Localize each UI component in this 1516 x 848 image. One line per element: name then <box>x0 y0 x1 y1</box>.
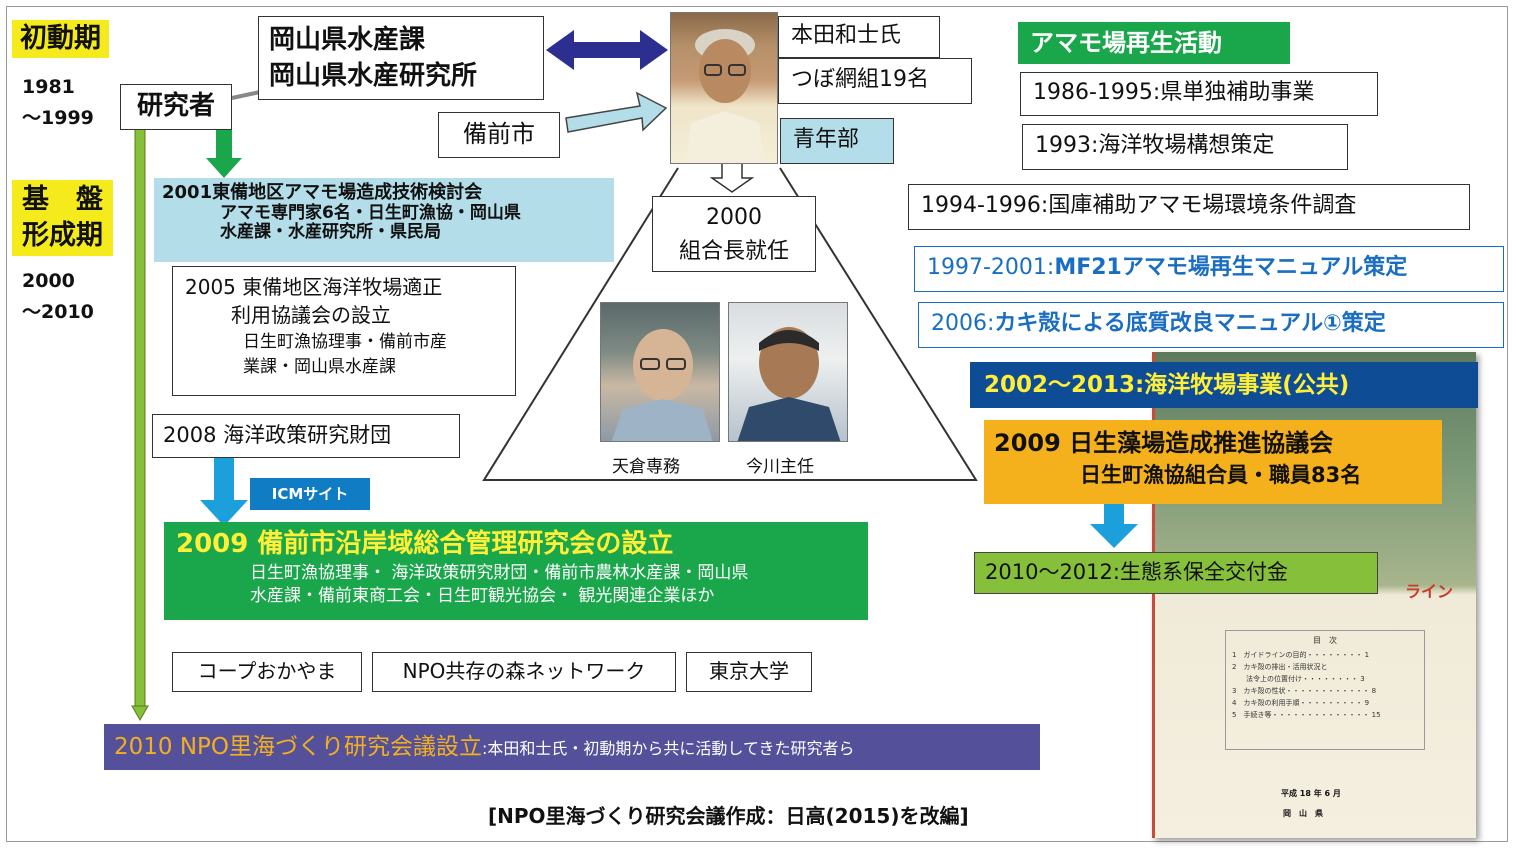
study-2001-box: 2001東備地区アマモ場造成技術検討会 アマモ専門家6名・日生町漁協・岡山県 水… <box>154 178 614 262</box>
period-foundation-end: ～2010 <box>22 301 94 323</box>
council-2005-members-1: 日生町漁協理事・備前市産 <box>243 332 447 352</box>
society-2009-box: 2009 備前市沿岸域総合管理研究会の設立 日生町漁協理事・ 海洋政策研究財団・… <box>164 522 868 620</box>
hollow-down-arrow <box>709 161 755 193</box>
npo-2010-title: 2010 NPO里海づくり研究会議設立 <box>114 734 483 760</box>
manual-toc-line: 4 カキ殻の利用手順・・・・・・・・・ 9 <box>1232 699 1370 707</box>
partner-utokyo: 東京大学 <box>686 652 812 692</box>
manual-toc-line: 1 ガイドラインの目的・・・・・・・・ 1 <box>1232 651 1370 659</box>
slide-frame <box>6 6 1508 842</box>
period-initial-end: ～1999 <box>22 107 94 129</box>
right-item-1986: 1986-1995:県単独補助事業 <box>1020 72 1378 116</box>
period-foundation-line1: 基 盤 <box>22 184 103 215</box>
council-2005-box: 2005 東備地区海洋牧場適正 利用協議会の設立 日生町漁協理事・備前市産 業課… <box>172 266 516 396</box>
council-2005-members-2: 業課・岡山県水産課 <box>243 357 396 377</box>
hierarchy-triangle <box>482 167 978 481</box>
right-item-1994: 1994-1996:国庫補助アマモ場環境条件調査 <box>908 184 1470 230</box>
period-initial-range: 1981 ～1999 <box>22 72 94 134</box>
chairman-box: 2000 組合長就任 <box>652 196 816 272</box>
manual-issuer: 岡 山 県 <box>1283 809 1323 818</box>
mf21-year: 1997-2001: <box>927 255 1055 280</box>
chairman-title: 組合長就任 <box>678 239 789 264</box>
prefecture-box: 岡山県水産課 岡山県水産研究所 <box>258 16 544 100</box>
society-2009-title: 2009 備前市沿岸域総合管理研究会の設立 <box>176 529 674 559</box>
study-2001-title: 2001東備地区アマモ場造成技術検討会 <box>162 182 483 203</box>
hinase-2009-box: 2009 日生藻場造成推進協議会 日生町漁協組合員・職員83名 <box>984 420 1442 504</box>
right-item-1993: 1993:海洋牧場構想策定 <box>1022 124 1348 170</box>
period-foundation-start: 2000 <box>22 270 75 292</box>
period-foundation-label: 基 盤 形成期 <box>12 180 113 256</box>
kaki-box: 2006:カキ殻による底質改良マニュアル①策定 <box>918 302 1504 348</box>
researcher-box: 研究者 <box>120 84 232 130</box>
grant-box: 2010～2012:生態系保全交付金 <box>974 552 1378 594</box>
council-2005-title-2: 利用協議会の設立 <box>231 303 391 327</box>
manual-date: 平成 18 年 6 月 <box>1281 789 1341 798</box>
period-foundation-line2: 形成期 <box>22 220 103 251</box>
chairman-year: 2000 <box>706 205 762 230</box>
double-arrow-icon <box>546 30 668 70</box>
society-2009-members-2: 水産課・備前東商工会・日生町観光協会・ 観光関連企業ほか <box>250 586 715 606</box>
prefecture-line2: 岡山県水産研究所 <box>269 61 478 91</box>
study-2001-members-2: 水産課・水産研究所・県民局 <box>220 222 441 242</box>
partner-npo-forest: NPO共存の森ネットワーク <box>372 652 676 692</box>
society-2009-members-1: 日生町漁協理事・ 海洋政策研究財団・備前市農林水産課・岡山県 <box>250 563 749 583</box>
youth-box: 青年部 <box>780 118 894 164</box>
npo-2010-detail: :本田和士氏・初動期から共に活動してきた研究者ら <box>482 739 855 758</box>
manual-toc-line: 法令上の位置付け・・・・・・・・ 3 <box>1232 675 1365 683</box>
hinase-2009-title: 2009 日生藻場造成推進協議会 <box>994 429 1334 457</box>
mf21-text: MF21アマモ場再生マニュアル策定 <box>1054 255 1408 280</box>
staff1-photo <box>600 302 720 442</box>
period-foundation-range: 2000 ～2010 <box>22 266 94 328</box>
period-initial-start: 1981 <box>22 76 75 98</box>
foundation-2008-box: 2008 海洋政策研究財団 <box>152 414 460 458</box>
staff2-figure <box>737 327 841 441</box>
prefecture-line1: 岡山県水産課 <box>269 25 426 55</box>
staff1-figure <box>611 329 713 441</box>
staff2-caption: 今川主任 <box>746 457 814 477</box>
manual-toc-line: 3 カキ殻の性状・・・・・・・・・・・・ 8 <box>1232 687 1377 695</box>
period-initial-label: 初動期 <box>12 20 109 58</box>
npo-2010-box: 2010 NPO里海づくり研究会議設立:本田和士氏・初動期から共に活動してきた研… <box>104 724 1040 770</box>
staff2-photo <box>728 302 848 442</box>
seagrass-header: アマモ場再生活動 <box>1018 22 1290 64</box>
icm-site-label: ICMサイト <box>250 478 370 510</box>
public-works-box: 2002～2013:海洋牧場事業(公共) <box>970 362 1478 408</box>
hinase-2009-sub: 日生町漁協組合員・職員83名 <box>1080 463 1362 487</box>
portrait-figure <box>685 29 765 163</box>
bizen-city-box: 備前市 <box>438 112 560 158</box>
kaki-year: 2006: <box>931 311 995 336</box>
timeline-arrow-shaft <box>134 127 146 707</box>
manual-cover-title-fragment: ライン <box>1405 582 1454 601</box>
manual-toc: 目 次 1 ガイドラインの目的・・・・・・・・ 1 2 カキ殻の排出・活用状況と… <box>1225 630 1425 750</box>
honda-portrait-image <box>670 12 778 164</box>
tsubo-group-box: つぼ網組19名 <box>778 58 972 104</box>
kaki-text: カキ殻による底質改良マニュアル①策定 <box>994 311 1386 336</box>
blue-down-arrow-grant <box>1090 504 1138 548</box>
manual-toc-title: 目 次 <box>1313 636 1337 645</box>
timeline-arrow-head <box>131 705 149 722</box>
researcher-prefecture-connector <box>231 90 261 100</box>
partner-coop: コープおかやま <box>172 652 362 692</box>
council-2005-title-1: 2005 東備地区海洋牧場適正 <box>185 275 443 299</box>
person-name-box: 本田和士氏 <box>778 16 940 58</box>
mf21-box: 1997-2001:MF21アマモ場再生マニュアル策定 <box>914 246 1504 292</box>
bizen-arrow-icon <box>565 91 668 133</box>
study-2001-members-1: アマモ専門家6名・日生町漁協・岡山県 <box>220 203 521 223</box>
staff1-caption: 天倉専務 <box>612 457 680 477</box>
manual-toc-line: 2 カキ殻の排出・活用状況と <box>1232 663 1328 671</box>
source-note: [NPO里海づくり研究会議作成：日高(2015)を改編] <box>488 804 969 828</box>
green-down-arrow <box>206 130 242 178</box>
blue-down-arrow-2009 <box>200 458 248 526</box>
manual-toc-line: 5 手続き等・・・・・・・・・・・・・・ 15 <box>1232 711 1381 719</box>
